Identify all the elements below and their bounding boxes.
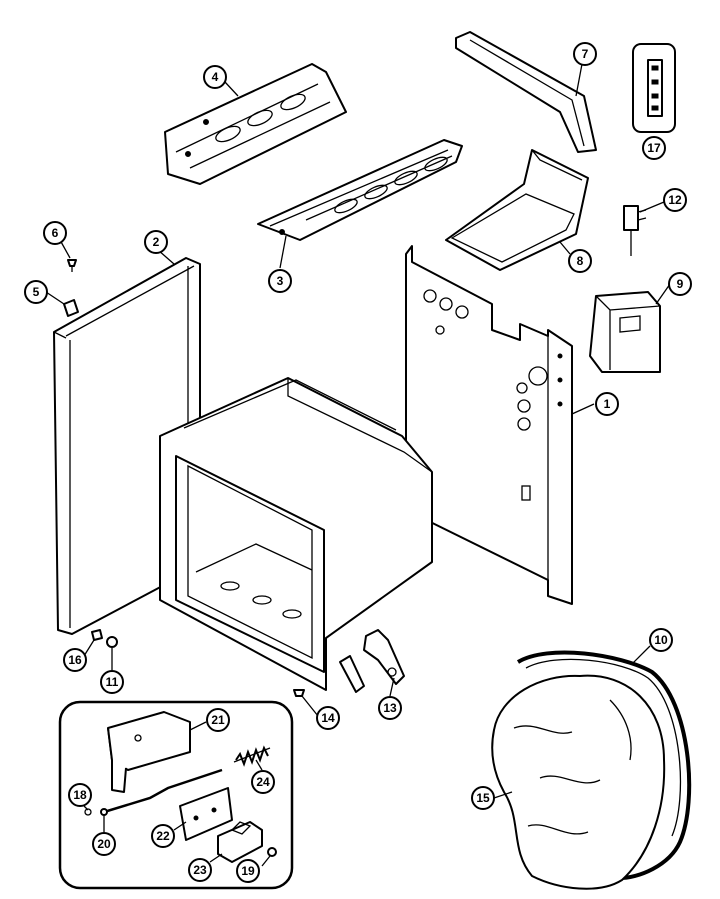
callout-3: 3 xyxy=(268,235,292,293)
callout-8: 8 xyxy=(559,241,592,273)
part-12-switch xyxy=(623,205,647,256)
svg-text:12: 12 xyxy=(668,193,682,207)
callout-22: 22 xyxy=(151,821,187,848)
callout-18: 18 xyxy=(68,783,92,811)
svg-text:11: 11 xyxy=(106,675,119,689)
svg-text:4: 4 xyxy=(212,70,219,84)
part-18-clip xyxy=(84,808,92,816)
part-15-insulation xyxy=(491,674,666,890)
callout-7: 7 xyxy=(573,42,597,97)
oven-liner xyxy=(159,377,433,691)
callout-16: 16 xyxy=(63,639,95,672)
part-22-plate xyxy=(179,787,233,841)
svg-text:6: 6 xyxy=(52,226,59,240)
svg-text:21: 21 xyxy=(211,713,225,727)
part-9-junction-box xyxy=(589,291,661,373)
svg-text:13: 13 xyxy=(383,701,397,715)
part-1-side-panel xyxy=(405,245,573,605)
part-11-nut xyxy=(106,636,118,648)
svg-text:16: 16 xyxy=(68,653,82,667)
svg-text:10: 10 xyxy=(654,633,668,647)
callout-19: 19 xyxy=(236,855,271,883)
svg-text:8: 8 xyxy=(577,254,584,268)
callout-21: 21 xyxy=(189,708,230,732)
part-23-switch xyxy=(217,821,263,863)
part-14-screw xyxy=(293,689,305,697)
part-17-terminal-block xyxy=(632,43,676,133)
callout-15: 15 xyxy=(471,786,513,810)
svg-text:7: 7 xyxy=(582,47,589,61)
part-3-lower-bracket xyxy=(257,139,463,241)
part-21-bracket xyxy=(107,711,191,793)
svg-text:24: 24 xyxy=(256,775,270,789)
callout-17: 17 xyxy=(642,136,666,160)
svg-text:20: 20 xyxy=(97,837,111,851)
callout-20: 20 xyxy=(92,814,116,856)
callout-13: 13 xyxy=(378,677,402,720)
callout-23: 23 xyxy=(188,853,223,882)
svg-text:2: 2 xyxy=(153,235,160,249)
callout-2: 2 xyxy=(144,230,175,265)
svg-text:14: 14 xyxy=(321,711,335,725)
part-6-screw xyxy=(67,259,77,272)
svg-text:9: 9 xyxy=(677,277,684,291)
part-4-upper-bracket xyxy=(164,63,347,185)
part-13-hinge xyxy=(339,629,405,693)
callouts: 1 2 3 4 5 6 7 8 9 10 11 12 13 14 15 16 1… xyxy=(24,42,692,883)
svg-text:23: 23 xyxy=(193,863,207,877)
part-16-screw xyxy=(91,629,103,641)
part-5-clip xyxy=(63,299,79,317)
callout-24: 24 xyxy=(251,759,275,794)
svg-text:15: 15 xyxy=(476,791,490,805)
svg-text:5: 5 xyxy=(33,285,40,299)
svg-text:3: 3 xyxy=(277,274,284,288)
callout-6: 6 xyxy=(43,221,71,259)
callout-4: 4 xyxy=(203,65,239,97)
callout-9: 9 xyxy=(655,272,692,305)
callout-1: 1 xyxy=(571,392,619,416)
part-24-spring xyxy=(233,745,271,767)
svg-text:22: 22 xyxy=(156,829,170,843)
svg-text:19: 19 xyxy=(241,864,255,878)
callout-12: 12 xyxy=(639,188,687,213)
part-10-gasket xyxy=(516,650,692,881)
callout-5: 5 xyxy=(24,280,65,305)
callout-11: 11 xyxy=(100,648,124,694)
svg-text:1: 1 xyxy=(604,397,611,411)
latch-parts-inset xyxy=(58,700,294,890)
part-8-vent-tray xyxy=(445,149,589,271)
callout-10: 10 xyxy=(631,628,673,665)
callout-14: 14 xyxy=(301,695,340,730)
svg-text:18: 18 xyxy=(73,788,87,802)
part-7-vent-duct xyxy=(455,31,597,153)
part-19-screw xyxy=(267,847,277,857)
svg-text:17: 17 xyxy=(647,141,661,155)
